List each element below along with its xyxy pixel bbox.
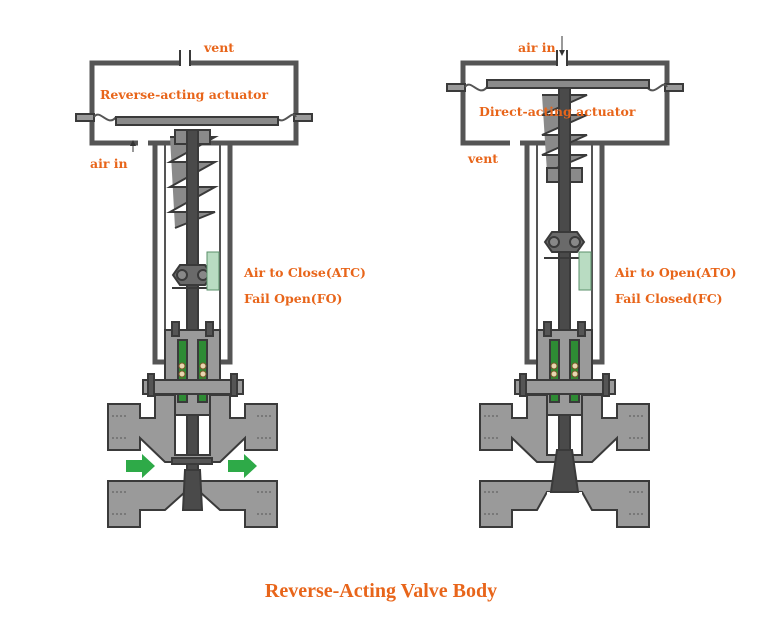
- right-fail-label: Fail Closed(FC): [615, 291, 723, 306]
- right-air-in-label: air in: [518, 40, 556, 55]
- left-fail-label: Fail Open(FO): [244, 291, 342, 306]
- left-spring: [166, 136, 219, 229]
- right-diaphragm-plate: [486, 79, 650, 89]
- right-travel-scale: [578, 251, 592, 291]
- left-actuator-label: Reverse-acting actuator: [100, 87, 269, 102]
- left-mode-label: Air to Close(ATC): [243, 265, 366, 280]
- left-diaphragm-plate: [115, 116, 279, 126]
- left-travel-scale: [206, 251, 220, 291]
- right-plug: [549, 449, 580, 493]
- right-actuator-label: Direct-acting actuator: [479, 104, 636, 119]
- left-air-in-label: air in: [90, 156, 128, 171]
- left-flow-arrow-in: [126, 454, 155, 478]
- left-stem: [186, 129, 199, 476]
- left-plug: [181, 469, 204, 511]
- right-valve-body: [479, 394, 650, 463]
- left-flow-arrow-out: [228, 454, 257, 478]
- left-valve-assembly: [75, 50, 313, 528]
- right-valve-assembly: [446, 50, 684, 528]
- right-mode-label: Air to Open(ATO): [614, 265, 737, 280]
- left-valve-body: [107, 394, 278, 463]
- diagram-caption: Reverse-Acting Valve Body: [265, 580, 497, 602]
- left-vent-label: vent: [203, 40, 234, 55]
- right-vent-label: vent: [467, 151, 498, 166]
